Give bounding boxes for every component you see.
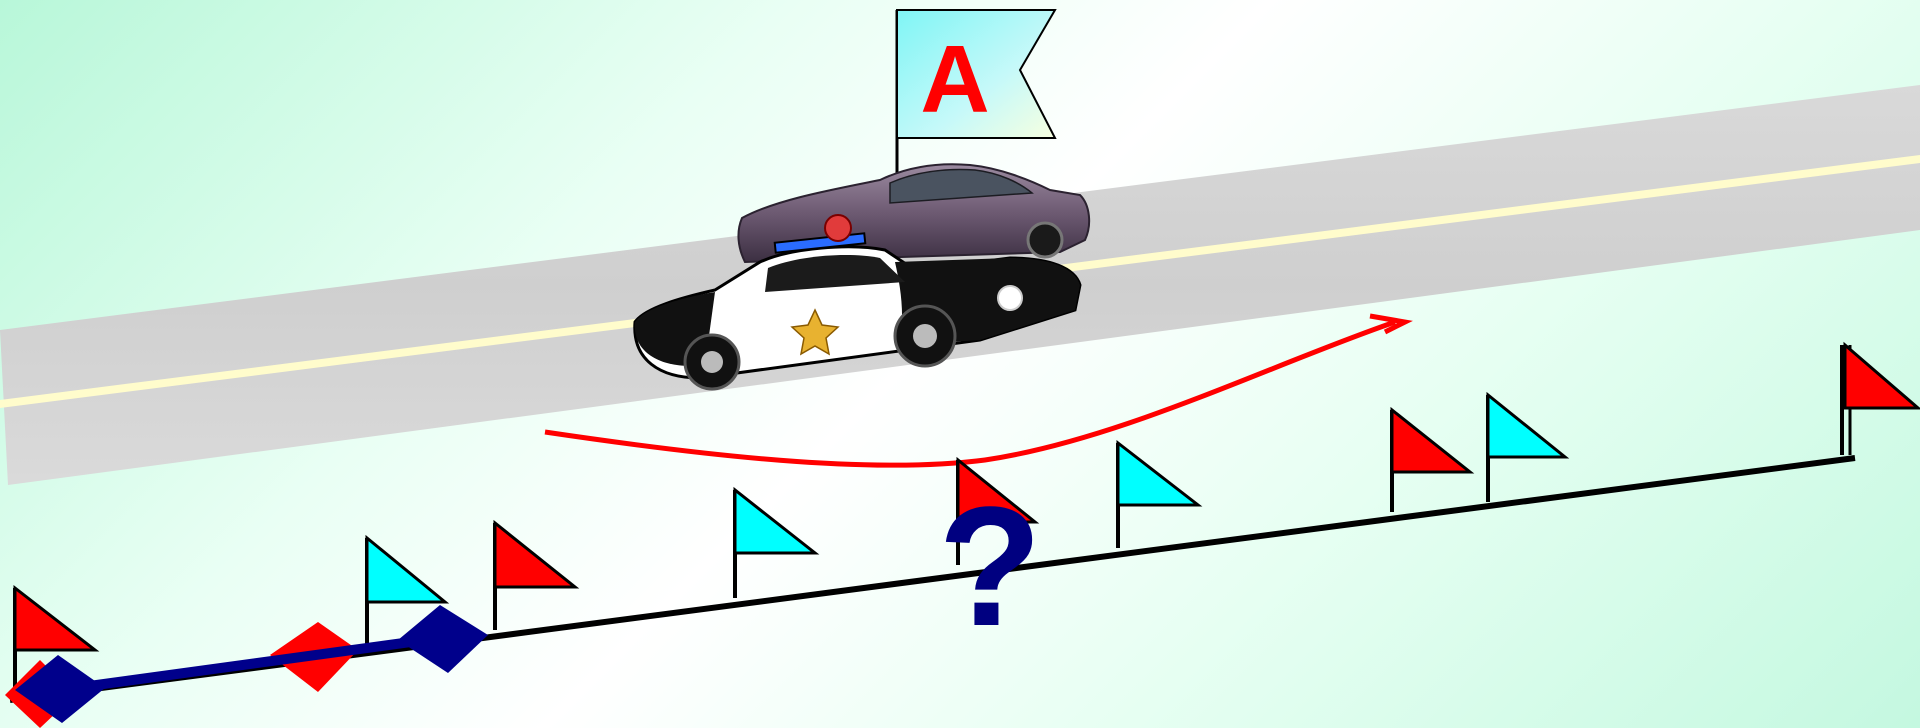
flag-red-3-banner: [956, 456, 1040, 524]
flag-cyan-2-banner: [733, 486, 820, 555]
blue-path-line: [59, 633, 441, 695]
sports-car-rear-wheel: [1026, 221, 1064, 259]
police-car-headlight: [997, 285, 1023, 311]
flag-red-2-banner: [493, 519, 580, 589]
flag-red-5-banner: [1843, 341, 1920, 410]
blue-diamond-1: [15, 655, 105, 723]
question-mark: ?: [938, 472, 1042, 662]
flag-a-banner: [896, 9, 1057, 139]
blue-path: [15, 605, 488, 723]
flag-cyan-1-banner: [365, 534, 450, 604]
flag-red-5: [1840, 341, 1920, 455]
flag-red-2: [493, 519, 580, 630]
flag-red-1-banner: [13, 584, 100, 652]
police-car-front-hub: [913, 324, 937, 348]
flag-red-4-banner: [1390, 406, 1475, 474]
flag-red-1: [13, 584, 100, 690]
flag-red-3: [956, 456, 1040, 565]
curved-arrow-path: [544, 319, 1396, 468]
flag-cyan-1: [365, 534, 450, 645]
police-car-star-badge-icon: [790, 308, 840, 356]
flag-red-4: [1390, 406, 1475, 512]
police-car-icon: [633, 214, 1082, 391]
police-car-rear-hub: [701, 351, 723, 373]
sports-car-window: [889, 168, 1034, 204]
flag-cyan-4: [1486, 391, 1570, 502]
police-car-windows: [765, 255, 905, 292]
curved-arrow-head: [1369, 313, 1413, 335]
flag-cyan-3: [1116, 439, 1203, 548]
blue-diamond-2: [398, 605, 488, 673]
flag-a-letter: A: [920, 26, 989, 133]
flag-cyan-2: [733, 486, 820, 598]
flag-cyan-4-banner: [1486, 391, 1570, 459]
flag-cyan-3-banner: [1116, 439, 1203, 507]
police-car-siren: [824, 214, 852, 242]
curved-arrow-icon: [544, 313, 1413, 468]
flag-a: A: [895, 9, 1057, 175]
